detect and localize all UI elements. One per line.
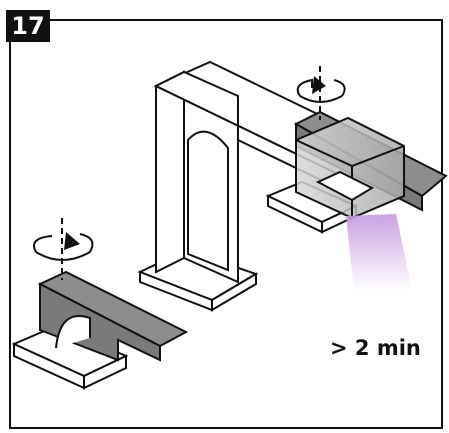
spout-outlet [295,116,405,220]
step-number-badge: 17 [6,10,50,42]
rotate-arrow-icon [296,66,346,120]
duration-label: > 2 min [330,336,421,360]
frame-border [9,19,443,429]
left-base-plate [11,324,129,390]
water-flow-icon [346,214,412,290]
left-lever-handle [37,270,189,362]
spout-column [155,70,239,284]
rotate-arrow-icon [33,218,94,280]
